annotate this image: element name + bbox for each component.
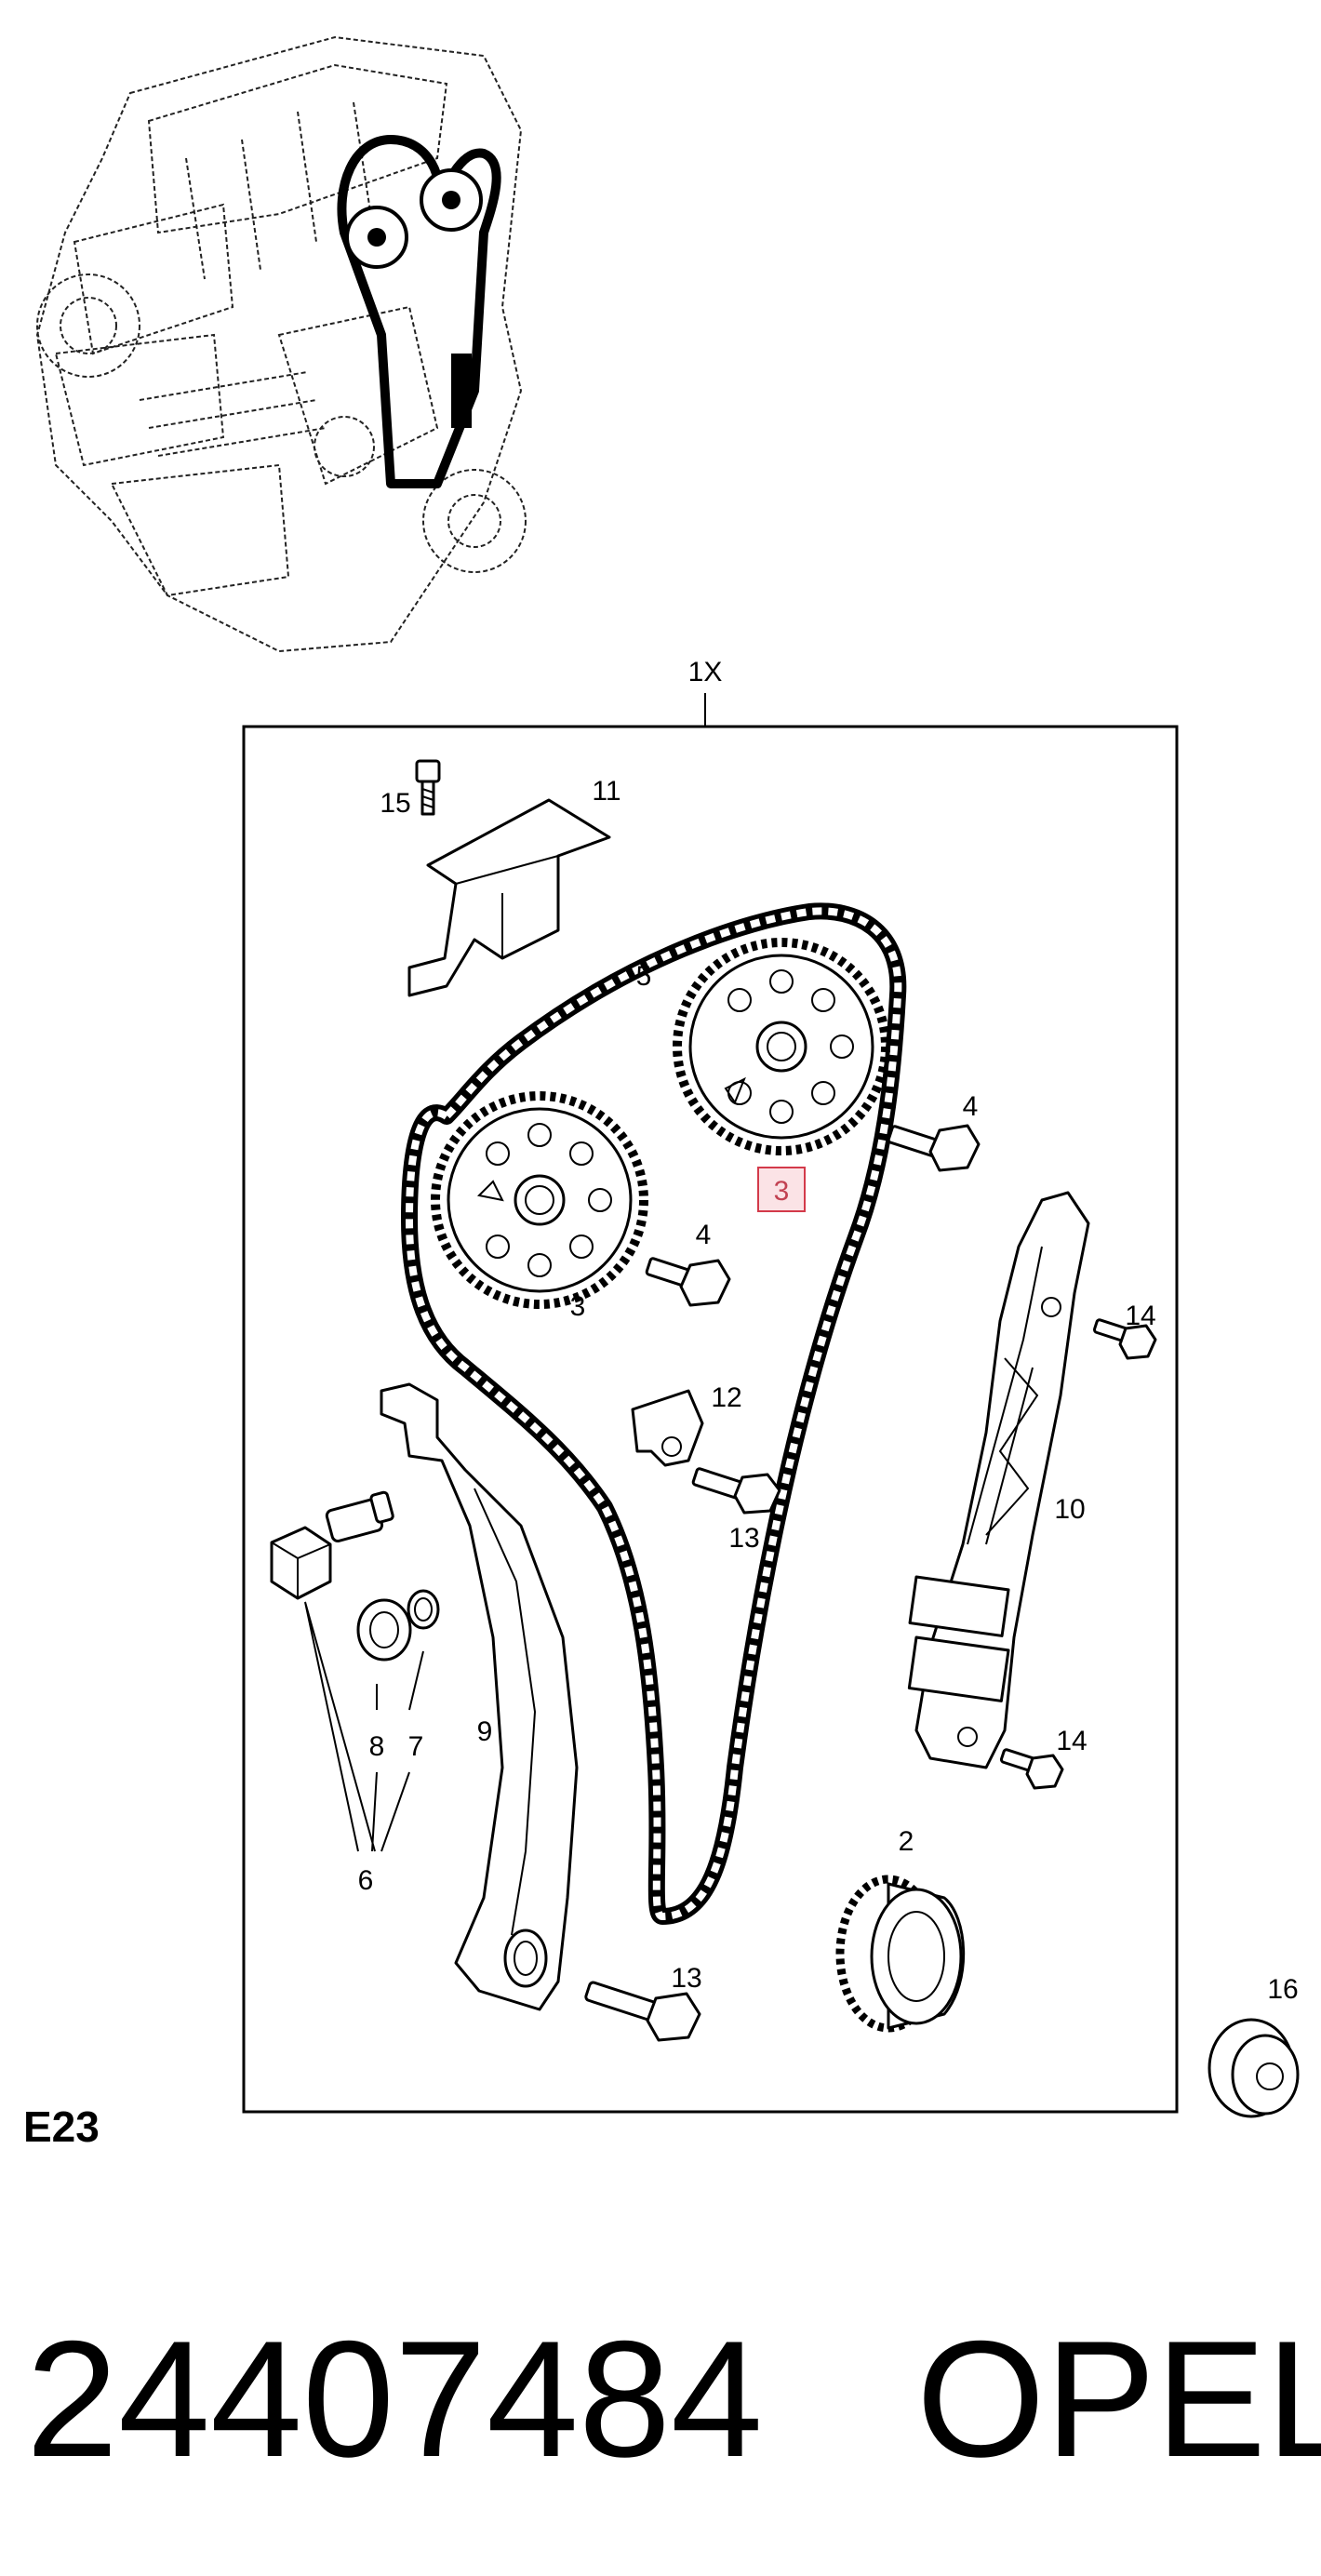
callout-3-right: 3 — [774, 1176, 790, 1207]
engine-overview-illustration — [35, 35, 527, 653]
bolt-13-upper — [691, 1467, 781, 1515]
callout-8: 8 — [369, 1731, 385, 1762]
callout-3-highlighted[interactable]: 3 — [757, 1167, 806, 1212]
callout-13-upper: 13 — [728, 1523, 759, 1554]
callout-16: 16 — [1267, 1974, 1298, 2005]
section-code: E23 — [23, 2102, 100, 2151]
bolt-13-lower — [584, 1981, 701, 2042]
sprocket-bolt-4-left — [645, 1257, 731, 1307]
callout-4-left: 4 — [696, 1220, 712, 1250]
callout-13-lower: 13 — [671, 1963, 701, 1994]
bolt-15 — [415, 759, 441, 816]
callout-11: 11 — [592, 776, 620, 807]
tensioner-bracket-12 — [631, 1389, 704, 1467]
seal-ring-7 — [407, 1589, 440, 1630]
callout-7: 7 — [408, 1731, 424, 1762]
part-number: 24407484 — [26, 2306, 763, 2491]
callout-15: 15 — [380, 788, 410, 819]
timing-chain-5 — [401, 902, 907, 1925]
callout-14-upper: 14 — [1125, 1301, 1155, 1331]
callout-5: 5 — [636, 961, 652, 992]
camshaft-sprocket-3-right — [673, 938, 890, 1155]
sprocket-bolt-4-right — [887, 1124, 981, 1172]
callout-14-lower: 14 — [1056, 1726, 1087, 1756]
screw-plug-16 — [1208, 2018, 1300, 2118]
callout-2: 2 — [899, 1826, 914, 1857]
chain-tensioner-6 — [270, 1490, 394, 1600]
callout-4-right: 4 — [963, 1091, 979, 1122]
callout-3-left: 3 — [570, 1291, 586, 1322]
assembly-frame — [242, 725, 1179, 2114]
callout-12: 12 — [711, 1382, 741, 1413]
camshaft-sprocket-3-left — [431, 1091, 648, 1309]
chain-guide-10 — [907, 1191, 1090, 1769]
callout-10: 10 — [1054, 1494, 1085, 1525]
seal-ring-8 — [356, 1598, 412, 1662]
callout-6: 6 — [358, 1865, 374, 1896]
assembly-label: 1X — [688, 657, 723, 687]
bolt-14-lower — [999, 1748, 1064, 1790]
tensioner-rail-9 — [380, 1382, 579, 2011]
bolt-14-upper — [1092, 1318, 1157, 1360]
chain-guide-bracket-11 — [407, 798, 611, 997]
brand-name: OPEL — [916, 2306, 1321, 2491]
callout-9: 9 — [477, 1716, 493, 1747]
crankshaft-sprocket-2 — [835, 1875, 966, 2033]
